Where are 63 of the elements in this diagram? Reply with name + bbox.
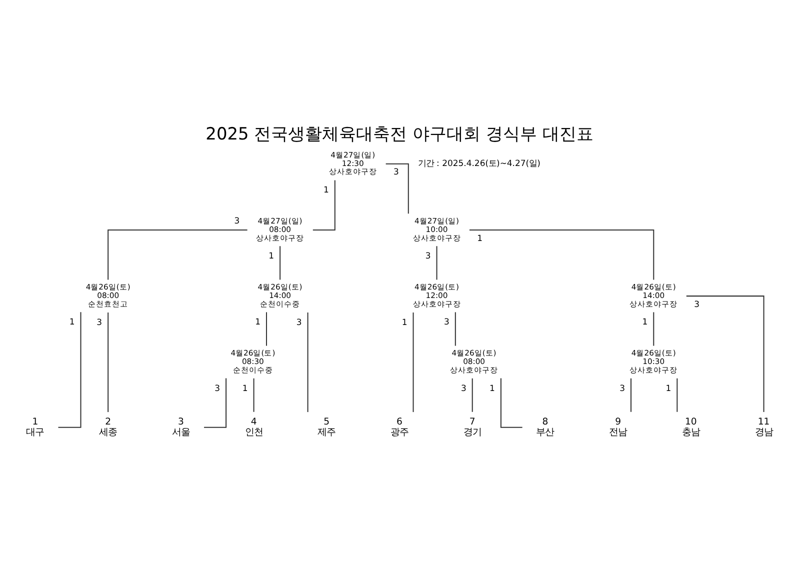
- node-text: 4월26일(토) 08:00 순천효천고: [86, 282, 130, 308]
- node-text: 3 서울: [172, 416, 190, 438]
- edge-label: 3: [394, 166, 399, 176]
- node-text: 4월26일(토) 08:30 순천이수중: [230, 348, 276, 374]
- connector: [280, 246, 281, 280]
- connector: [204, 378, 227, 428]
- node-text: 4월26일(토) 10:30 상사호야구장: [630, 348, 678, 374]
- edge-label: 3: [444, 316, 450, 326]
- node-text: 4월27일(일) 12:30 상사호야구장: [328, 150, 377, 176]
- node-text: 9 전남: [609, 416, 628, 438]
- node-text: 10 충남: [682, 416, 700, 438]
- node-text: 4월26일(토) 14:00 상사호야구장: [630, 282, 678, 308]
- edge-label: 1: [477, 232, 483, 242]
- edge-label: 3: [214, 382, 220, 392]
- connector: [472, 378, 473, 412]
- node-text: 4월26일(토) 14:00 순천이수중: [258, 282, 302, 308]
- edge-label: 3: [234, 214, 240, 225]
- edge-label: 1: [666, 382, 672, 392]
- diagram-title: 2025 전국생활체육대축전 야구대회 경식부 대진표: [206, 122, 594, 143]
- edge-label: 3: [460, 382, 466, 392]
- node-text: 4월26일(토) 12:00 상사호야구장: [412, 282, 461, 308]
- node-text: 4 인천: [244, 416, 263, 438]
- connector: [469, 228, 654, 280]
- node-text: 4월26일(토) 08:00 상사호야구장: [450, 348, 498, 374]
- connector: [454, 312, 456, 346]
- edge-label: 3: [694, 298, 700, 308]
- connector: [253, 378, 254, 412]
- connector: [312, 180, 336, 230]
- node-text: 6 광주: [390, 416, 408, 438]
- connector: [676, 378, 678, 412]
- node-text: 11 경남: [754, 416, 773, 438]
- connector: [58, 312, 82, 428]
- edge-label: 1: [642, 316, 648, 326]
- node-text: 1 대구: [26, 416, 44, 438]
- connector: [500, 378, 522, 428]
- connector: [386, 162, 409, 214]
- edge-label: 1: [255, 316, 260, 326]
- connector: [108, 312, 109, 412]
- node-text: 4월27일(일) 10:00 상사호야구장: [412, 216, 461, 242]
- edge-label: 1: [268, 250, 274, 260]
- edge-label: 1: [490, 382, 495, 392]
- connector: [686, 295, 764, 412]
- edge-label: 1: [69, 316, 75, 326]
- connector: [108, 228, 248, 280]
- connector: [630, 378, 632, 412]
- node-text: 8 부산: [536, 416, 554, 438]
- edge-label: 3: [296, 316, 302, 327]
- node-text: 7 경기: [463, 416, 482, 438]
- connector: [436, 246, 438, 280]
- node-text: 5 제주: [318, 416, 336, 438]
- edge-label: 3: [425, 250, 431, 260]
- edge-label: 1: [242, 382, 248, 392]
- connector: [653, 312, 654, 346]
- connector: [266, 312, 267, 346]
- label: 기간 : 2025.4.26(토)~4.27(일): [418, 158, 540, 168]
- node-text: 4월27일(일) 08:00 상사호야구장: [256, 216, 304, 242]
- connector: [307, 312, 308, 412]
- edge-label: 3: [96, 316, 102, 327]
- edge-label: 1: [402, 316, 408, 327]
- connector: [412, 312, 414, 412]
- edge-label: 3: [620, 382, 625, 392]
- node-text: 2 세종: [99, 416, 118, 438]
- edge-label: 1: [324, 184, 329, 194]
